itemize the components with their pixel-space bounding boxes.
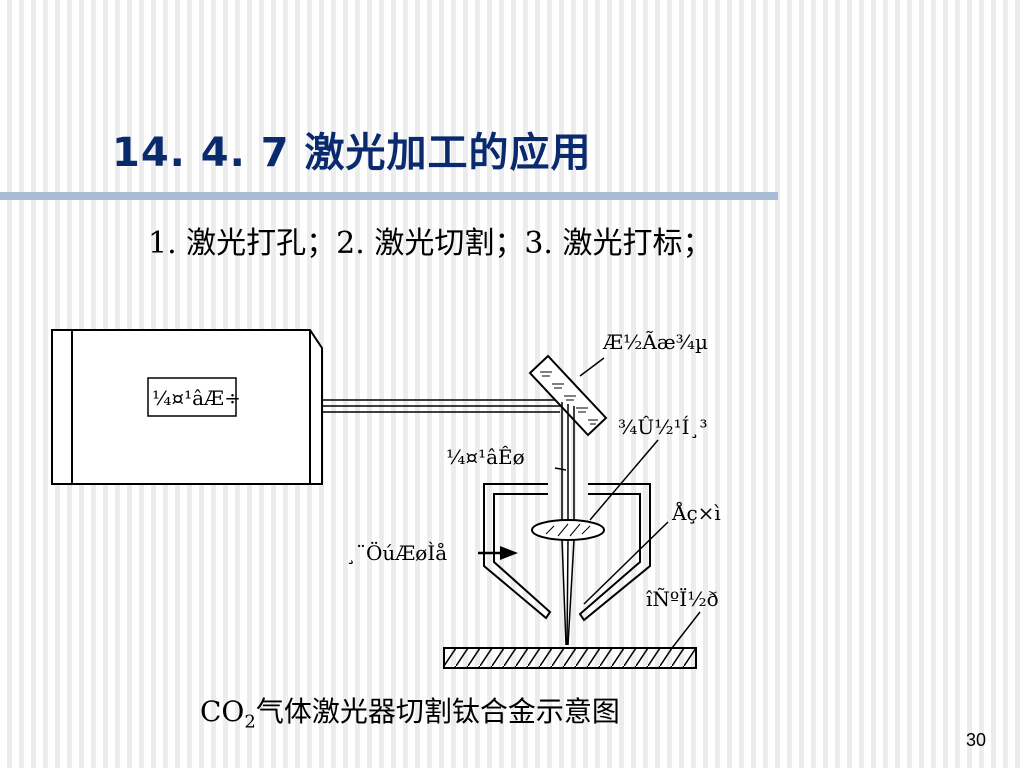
title-rule bbox=[0, 192, 778, 200]
laser-label: ¼¤¹âÆ÷ bbox=[152, 386, 241, 410]
leader-lines bbox=[554, 357, 701, 649]
vertical-beam bbox=[561, 402, 575, 646]
caption-subscript: 2 bbox=[244, 711, 256, 733]
nozzle bbox=[483, 483, 651, 622]
slide-title: 14. 4. 7 激光加工的应用 bbox=[112, 130, 592, 176]
label-nozzle: Åç×ì bbox=[671, 500, 721, 525]
label-laser-beam: ¼¤¹âÊø bbox=[446, 445, 525, 469]
aux-gas-arrow bbox=[478, 546, 518, 560]
bullet-list: 1. 激光打孔；2. 激光切割；3. 激光打标； bbox=[148, 226, 713, 261]
label-focus-lens: ¾Û½¹Í¸³ bbox=[618, 414, 708, 439]
caption-prefix: CO bbox=[200, 695, 245, 728]
laser-label-box bbox=[147, 377, 237, 417]
horizontal-beam bbox=[322, 399, 560, 413]
diagram-caption: CO2气体激光器切割钛合金示意图 bbox=[200, 690, 620, 733]
laser-generator: ¼¤¹âÆ÷ bbox=[51, 329, 323, 485]
focusing-lens bbox=[531, 519, 605, 541]
page-number: 30 bbox=[966, 730, 987, 750]
caption-suffix: 气体激光器切割钛合金示意图 bbox=[255, 695, 620, 728]
label-plane-mirror: Æ½Ãæ¾µ bbox=[602, 330, 708, 354]
workpiece bbox=[443, 647, 697, 669]
label-aux-gas: ¸¨ÖúÆøÌå bbox=[346, 540, 447, 565]
label-workpiece: îÑºÏ½ð bbox=[646, 587, 719, 611]
